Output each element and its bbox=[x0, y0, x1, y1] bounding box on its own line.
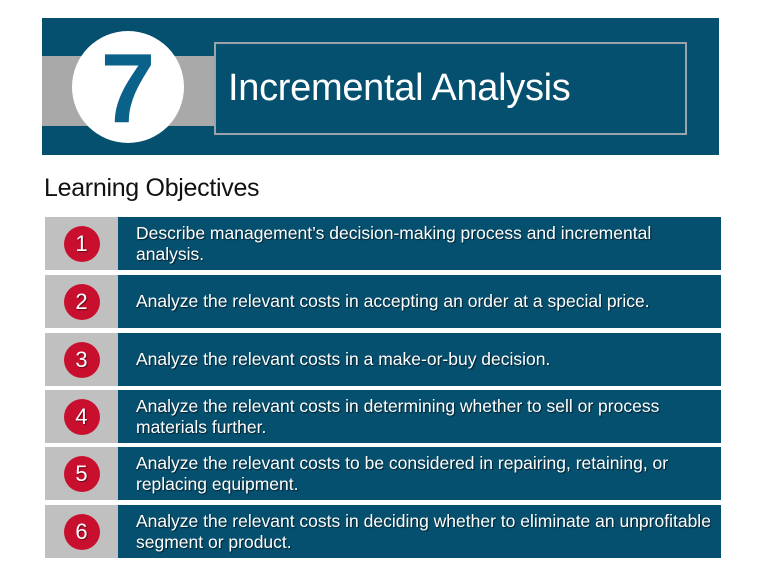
objective-number-cell: 4 bbox=[45, 390, 118, 443]
chapter-header: 7 Incremental Analysis bbox=[42, 18, 719, 155]
chapter-title: Incremental Analysis bbox=[228, 67, 571, 109]
objective-text: Analyze the relevant costs in accepting … bbox=[118, 275, 721, 328]
objective-row-6: 6 Analyze the relevant costs in deciding… bbox=[45, 505, 721, 558]
objective-number-cell: 1 bbox=[45, 217, 118, 270]
objective-text: Analyze the relevant costs in deciding w… bbox=[118, 505, 721, 558]
learning-objectives-heading: Learning Objectives bbox=[44, 174, 260, 202]
chapter-title-box: Incremental Analysis bbox=[214, 42, 687, 135]
objective-number-cell: 5 bbox=[45, 447, 118, 500]
objective-text: Describe management’s decision-making pr… bbox=[118, 217, 721, 270]
objective-row-4: 4 Analyze the relevant costs in determin… bbox=[45, 390, 721, 443]
objective-number-cell: 3 bbox=[45, 333, 118, 386]
chapter-number: 7 bbox=[100, 33, 156, 143]
objective-number-badge: 5 bbox=[63, 455, 100, 492]
objective-row-1: 1 Describe management’s decision-making … bbox=[45, 217, 721, 270]
objective-number-badge: 2 bbox=[63, 283, 100, 320]
objective-number-badge: 1 bbox=[63, 225, 100, 262]
objective-text: Analyze the relevant costs in determinin… bbox=[118, 390, 721, 443]
objective-number-badge: 3 bbox=[63, 341, 100, 378]
objective-number-cell: 6 bbox=[45, 505, 118, 558]
objective-text: Analyze the relevant costs to be conside… bbox=[118, 447, 721, 500]
objective-number-badge: 4 bbox=[63, 398, 100, 435]
chapter-number-circle: 7 bbox=[72, 31, 184, 143]
objective-row-5: 5 Analyze the relevant costs to be consi… bbox=[45, 447, 721, 500]
objective-number-badge: 6 bbox=[63, 513, 100, 550]
objective-row-3: 3 Analyze the relevant costs in a make-o… bbox=[45, 333, 721, 386]
objective-row-2: 2 Analyze the relevant costs in acceptin… bbox=[45, 275, 721, 328]
objective-text: Analyze the relevant costs in a make-or-… bbox=[118, 333, 721, 386]
objective-number-cell: 2 bbox=[45, 275, 118, 328]
